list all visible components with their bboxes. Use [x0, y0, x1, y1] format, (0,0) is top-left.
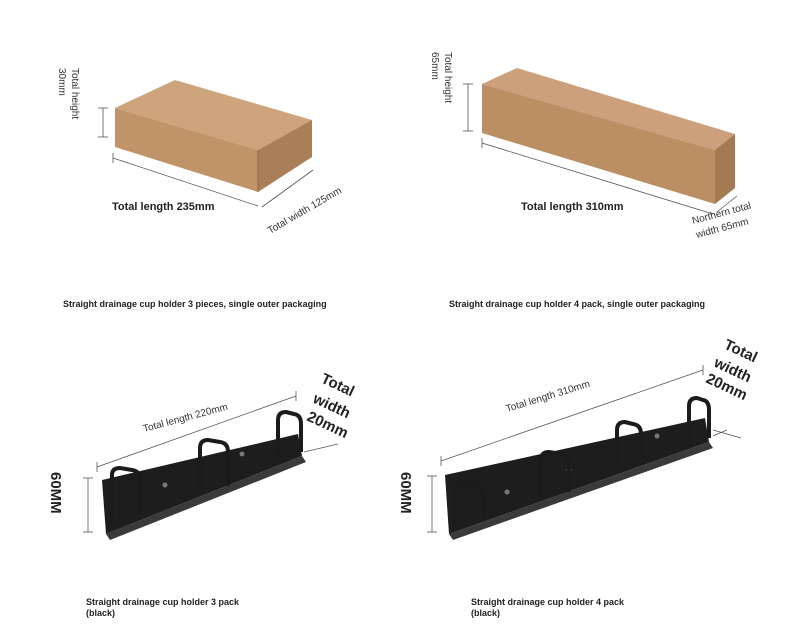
box3-width-label: Total width 125mm — [266, 185, 344, 236]
wire-hook-1 — [453, 480, 485, 526]
wire-hook-2 — [539, 450, 571, 500]
box4-height-value: 65mm — [429, 52, 440, 80]
wire-hook-3 — [276, 410, 303, 458]
box-front-face — [482, 84, 715, 204]
wire-hook-2 — [198, 438, 230, 490]
box-top-face — [482, 68, 735, 150]
holder-3-pack-illustration: 60MM Total length 220mm Total width 20mm — [47, 370, 357, 540]
box3-caption: Straight drainage cup holder 3 pieces, s… — [63, 299, 327, 309]
box-side-face — [258, 120, 312, 192]
wire-hook-1 — [110, 466, 142, 524]
holder3-height-label: 60MM — [47, 472, 64, 514]
box-side-face — [715, 134, 735, 204]
box-4-pack-illustration: Total height 65mm Total length 310mm Nor… — [429, 52, 752, 241]
box-4-pack-panel: Total height 65mm Total length 310mm Nor… — [395, 0, 790, 320]
box3-height-value: 30mm — [56, 68, 67, 96]
holder-bottom-lip — [449, 442, 713, 540]
holder3-caption-line-2: (black) — [86, 608, 116, 618]
wire-hook-3 — [615, 420, 643, 468]
holder-3-pack-panel: 60MM Total length 220mm Total width 20mm… — [0, 320, 395, 640]
holder3-caption-line-1: Straight drainage cup holder 3 pack — [86, 597, 240, 607]
box4-caption: Straight drainage cup holder 4 pack, sin… — [449, 299, 706, 309]
holder3-caption: Straight drainage cup holder 3 pack (bla… — [86, 597, 239, 619]
box-top-face — [115, 80, 312, 150]
holder-4-pack-panel: 60MM Total length 310mm Total width 20mm… — [395, 320, 790, 640]
box4-length-label: Total length 310mm — [521, 201, 624, 213]
box3-height-label: Total height — [69, 68, 80, 119]
holder4-caption-line-1: Straight drainage cup holder 4 pack — [471, 597, 625, 607]
holder4-caption: Straight drainage cup holder 4 pack (bla… — [471, 597, 624, 619]
holder4-length-label: Total length 310mm — [505, 379, 592, 415]
holder4-height-label: 60MM — [397, 472, 414, 514]
holder3-length-label: Total length 220mm — [142, 402, 229, 435]
box-front-face — [115, 108, 258, 192]
holder4-caption-line-2: (black) — [471, 608, 501, 618]
box3-length-label: Total length 235mm — [112, 201, 215, 213]
box-3-piece-illustration: Total height 30mm Total length 235mm Tot… — [56, 68, 344, 237]
box4-height-label: Total height — [442, 52, 453, 103]
wire-hook-4 — [687, 396, 711, 442]
box-3-piece-panel: Total height 30mm Total length 235mm Tot… — [0, 0, 395, 320]
holder-bottom-lip — [106, 456, 306, 540]
holder-4-pack-illustration: 60MM Total length 310mm Total width 20mm — [397, 336, 760, 540]
